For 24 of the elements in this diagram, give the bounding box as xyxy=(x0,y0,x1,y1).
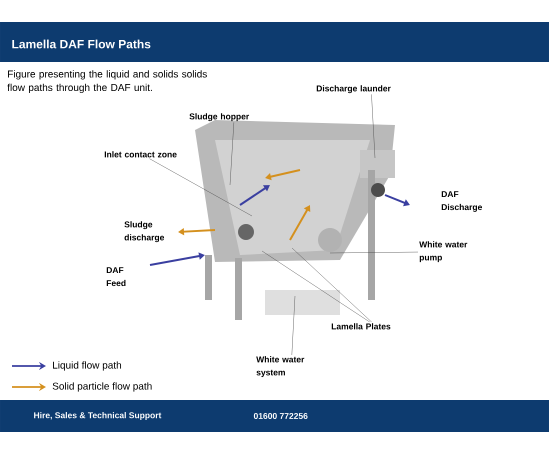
part-label: Lamella Plates xyxy=(332,323,390,330)
leader-line xyxy=(230,122,234,186)
part-label: DAF Discharge xyxy=(442,191,482,212)
leader-line xyxy=(292,296,296,356)
legend-label: Liquid flow path xyxy=(53,361,122,371)
footer-bar: Hire, Sales & Technical Support 01600 772256 xyxy=(0,400,549,432)
caption: Figure presenting the liquid and solids solids flow paths through the DAF unit. xyxy=(7,70,207,93)
leader-line xyxy=(149,158,252,216)
leader-line xyxy=(262,250,370,322)
picture xyxy=(195,120,395,320)
leader-line xyxy=(330,252,418,254)
part-label: Sludge hopper xyxy=(189,113,250,122)
leader-line xyxy=(292,248,372,322)
part-label: Sludge discharge xyxy=(124,221,164,242)
part-label: White water pump xyxy=(419,241,468,262)
label: 01600 772256 xyxy=(254,412,308,419)
part-label: Inlet contact zone xyxy=(104,151,177,158)
part-label: DAF Feed xyxy=(106,267,126,286)
label: Hire, Sales & Technical Support xyxy=(34,412,162,420)
title-bar: Lamella DAF Flow Paths xyxy=(0,22,549,62)
leader-line xyxy=(371,94,376,158)
part-label: White water system xyxy=(256,356,304,378)
part-label: Discharge launder xyxy=(316,85,391,94)
legend-label: Solid particle flow path xyxy=(52,382,152,392)
